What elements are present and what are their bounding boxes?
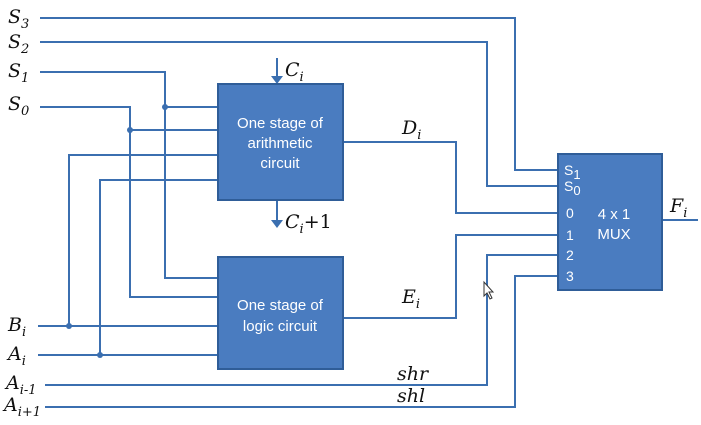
junction-s0: [127, 127, 133, 133]
junction-ai: [97, 352, 103, 358]
label-shl: shl: [397, 385, 425, 407]
label-shr: shr: [397, 363, 430, 385]
mux-input-0: 0: [566, 205, 574, 221]
wire-s1: [40, 71, 218, 279]
label-carry-out: Ci+1: [285, 211, 332, 237]
carry-out-arrowhead: [271, 220, 283, 228]
label-output: Fi: [669, 195, 687, 221]
label-e: Ei: [401, 286, 420, 312]
label-carry-in: Ci: [285, 59, 304, 85]
label-ai-minus-1: Ai-1: [4, 372, 37, 398]
junction-bi: [66, 323, 72, 329]
logic-line2: logic circuit: [243, 318, 318, 335]
label-ai: Ai: [6, 343, 26, 369]
label-s0: S0: [8, 93, 29, 119]
wire-s0: [40, 106, 218, 298]
mux-input-2: 2: [566, 247, 574, 263]
wire-shr: [45, 254, 558, 386]
arith-line2: arithmetic: [247, 135, 313, 152]
logic-circuit-block: [217, 256, 344, 370]
logic-line1: One stage of: [237, 297, 324, 314]
wire-ai-to-arith: [99, 179, 218, 355]
mux-title-line1: 4 x 1: [598, 206, 631, 223]
label-s2: S2: [8, 31, 29, 57]
carry-in-arrowhead: [271, 76, 283, 84]
label-ai-plus-1: Ai+1: [2, 394, 41, 420]
arith-line3: circuit: [260, 155, 300, 172]
mux-block: [557, 153, 663, 291]
arithmetic-circuit-block: [217, 83, 344, 201]
mux-input-3: 3: [566, 268, 574, 284]
mouse-cursor-icon: [483, 280, 495, 300]
wire-shl: [45, 275, 558, 408]
arith-line1: One stage of: [237, 115, 324, 132]
label-bi: Bi: [7, 314, 26, 340]
label-s1: S1: [8, 60, 29, 86]
mux-input-1: 1: [566, 227, 574, 243]
label-d: Di: [401, 117, 421, 143]
label-s3: S3: [8, 6, 29, 32]
wire-e: [343, 234, 558, 319]
wire-s3: [40, 17, 558, 171]
wire-d: [343, 141, 558, 214]
mux-select-s0: S0: [564, 178, 581, 198]
wire-s2: [40, 41, 558, 187]
mux-select-s1: S1: [564, 162, 581, 182]
junction-s1: [162, 104, 168, 110]
mux-title-line2: MUX: [597, 226, 630, 243]
wire-bi-to-arith: [68, 154, 218, 326]
